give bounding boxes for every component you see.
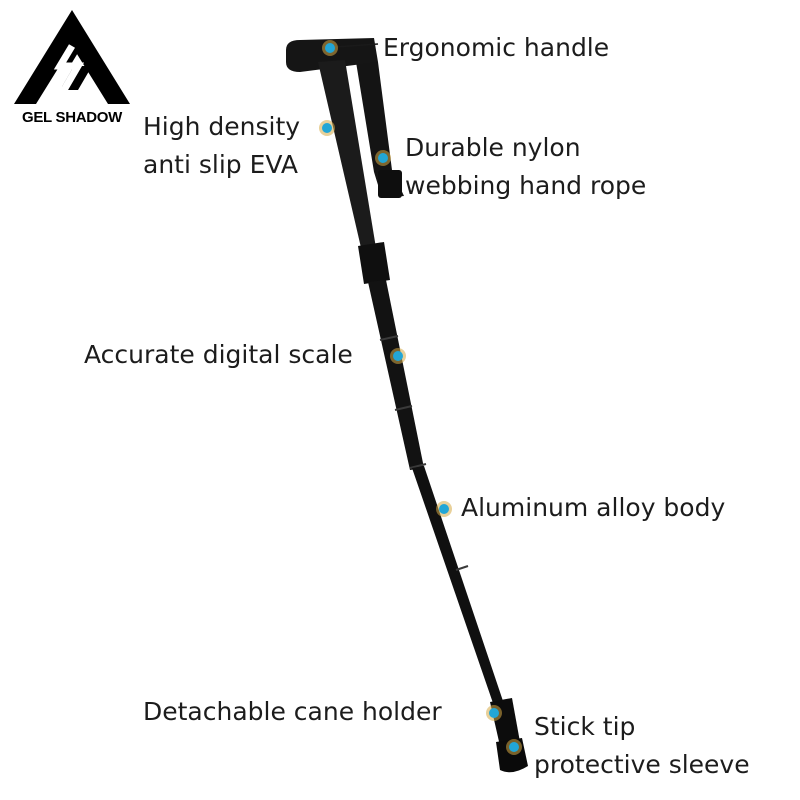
aluminum-body-label: Aluminum alloy body <box>461 493 726 522</box>
digital-scale-dot <box>393 351 403 361</box>
aluminum-body-dot <box>439 504 449 514</box>
ergonomic-handle-label: Ergonomic handle <box>383 33 610 62</box>
hand-rope-label: Durable nylon webbing hand rope <box>405 133 647 200</box>
digital-scale-label: Accurate digital scale <box>84 340 353 369</box>
shaft-joint <box>455 565 469 571</box>
eva-grip-dot <box>322 123 332 133</box>
eva-grip-label: High density anti slip EVA <box>143 112 301 179</box>
brand-logo: GEL SHADOW <box>12 8 132 128</box>
cane-holder <box>490 698 520 746</box>
shaft-joint <box>394 405 413 411</box>
tip-sleeve-label: Stick tip protective sleeve <box>534 712 750 779</box>
lower-shaft <box>412 466 504 706</box>
cane-holder-dot <box>489 708 499 718</box>
brand-name: GEL SHADOW <box>21 109 123 126</box>
grip-collar <box>358 242 390 284</box>
shaft-joint <box>379 335 399 341</box>
hand-rope-dot <box>378 153 388 163</box>
handle-top-bar <box>286 38 378 72</box>
ergonomic-handle-dot <box>325 43 335 53</box>
eva-grip <box>318 60 376 252</box>
triangle-s-mountain-logo-icon <box>14 10 130 104</box>
shaft-joint <box>409 463 427 469</box>
tip-sleeve-dot <box>509 742 519 752</box>
upper-shaft <box>368 280 424 470</box>
cane-holder-label: Detachable cane holder <box>143 697 442 726</box>
tip-sleeve <box>496 738 528 773</box>
handle-leader-line <box>334 43 379 48</box>
hand-rope-buckle <box>378 170 402 198</box>
hand-rope-strap <box>356 62 404 198</box>
